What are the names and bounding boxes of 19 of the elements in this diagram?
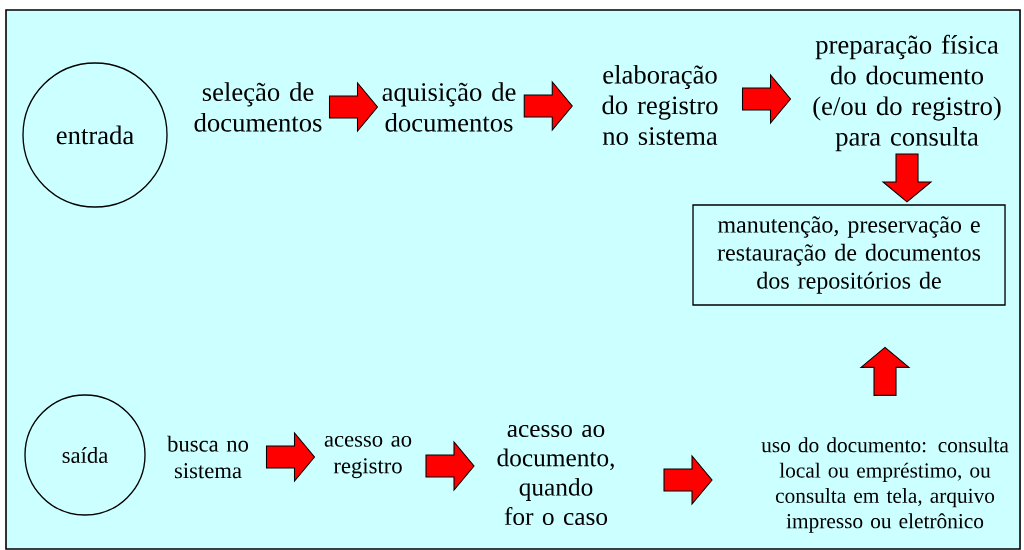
- block-arrow: [328, 81, 379, 133]
- step-text: busca no sistema: [167, 435, 249, 479]
- circle-node: saída: [24, 394, 146, 516]
- process-box: manutenção, preservação e restauração de documentos dos repositórios de: [692, 204, 1006, 306]
- step-text: aquisição de documentos: [382, 82, 516, 132]
- step-text: seleção de documentos: [194, 82, 322, 132]
- block-arrow: [265, 431, 316, 483]
- step-text: acesso ao registro: [324, 435, 412, 479]
- step-text: elaboração do registro no sistema: [602, 64, 718, 146]
- step-text: uso do documento: consulta local ou empréstimo, ou consulta em tela, arquivo impresso ou eletrônico: [761, 437, 1009, 533]
- block-arrow: [859, 346, 911, 396]
- block-arrow: [523, 80, 573, 132]
- step-text: preparação física do documento (e/ou do registro) para consulta: [813, 34, 1001, 152]
- block-arrow: [741, 73, 792, 125]
- circle-node: entrada: [22, 62, 168, 208]
- block-arrow: [881, 153, 933, 203]
- block-arrow: [663, 454, 713, 506]
- block-arrow: [425, 440, 475, 492]
- step-text: acesso ao documento, quando for o caso: [497, 424, 614, 526]
